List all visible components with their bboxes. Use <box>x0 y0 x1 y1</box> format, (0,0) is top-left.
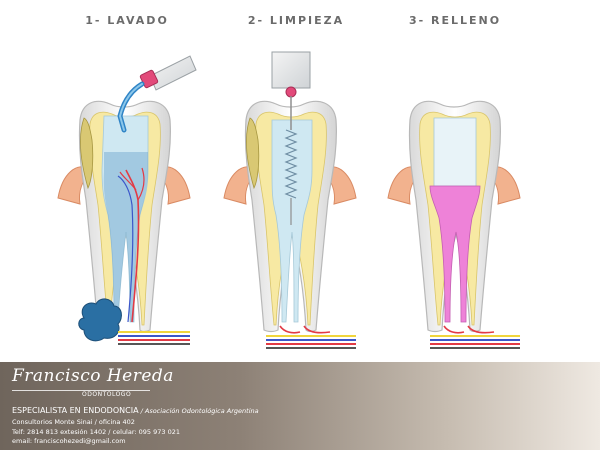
doctor-name-logo: Francisco Hereda <box>12 366 174 386</box>
nerve-blue <box>117 175 134 323</box>
endodontic-file <box>271 51 311 225</box>
office-address: Consultorios Monte Sinai / oficina 402 <box>12 418 135 426</box>
step-title-limpieza: 2- LIMPIEZA <box>247 14 345 27</box>
pulp-chamber <box>271 119 313 323</box>
nerve-bundles <box>118 325 520 349</box>
canal-filling <box>429 185 481 323</box>
phone-line: Telf: 2814 813 extesión 1402 / celular: … <box>12 428 181 436</box>
specialty-line: ESPECIALISTA EN ENDODONCIA / Asociación … <box>12 406 259 415</box>
nerve-red <box>125 169 140 323</box>
access-cavity <box>433 117 477 187</box>
association: / Asociación Odontológica Argentina <box>138 407 259 415</box>
nerve-red-branch <box>119 167 145 201</box>
irrigation-syringe <box>117 55 197 133</box>
footer-banner: Francisco Hereda ODONTOLOGO ESPECIALISTA… <box>0 362 600 450</box>
specialty: ESPECIALISTA EN ENDODONCIA <box>12 406 139 415</box>
pulp-chamber <box>101 115 149 323</box>
decay <box>80 117 94 190</box>
apical-infection <box>78 298 122 342</box>
logo-underline <box>12 390 150 391</box>
nerve-bundle-2 <box>266 325 356 349</box>
nerve-bundle-3 <box>430 325 520 349</box>
doctor-title: ODONTOLOGO <box>82 391 132 398</box>
step-title-relleno: 3- RELLENO <box>408 14 502 27</box>
nerve-bundle-1 <box>118 331 190 345</box>
endodontic-diagram <box>57 51 521 349</box>
tooth-lavado <box>57 55 197 342</box>
tooth-limpieza <box>223 51 357 333</box>
step-title-lavado: 1- LAVADO <box>85 14 169 27</box>
decay <box>246 117 260 190</box>
email-line: email: franciscohezedi@gmail.com <box>12 437 126 445</box>
tooth-relleno <box>387 100 521 333</box>
